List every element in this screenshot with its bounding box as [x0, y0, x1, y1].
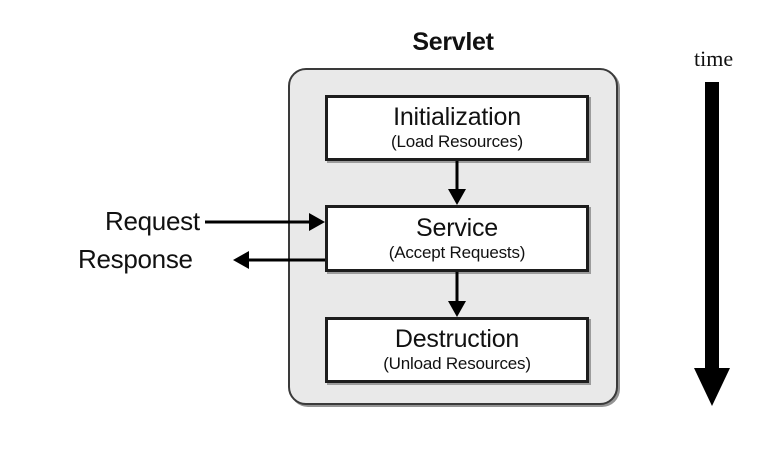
time-axis-label: time — [694, 46, 734, 71]
response-label: Response — [78, 244, 193, 274]
phase-title-service: Service — [416, 213, 498, 242]
phase-subtitle-destruction: (Unload Resources) — [383, 354, 531, 373]
phase-box-destruction: Destruction (Unload Resources) — [325, 317, 589, 383]
page-title: Servlet — [412, 28, 494, 56]
phase-subtitle-service: (Accept Requests) — [388, 242, 526, 262]
response-arrow-icon — [233, 251, 325, 269]
phase-title-destruction: Destruction — [394, 325, 520, 353]
phase-title-initialization: Initialization — [393, 103, 521, 131]
phase-box-initialization: Initialization (Load Resources) — [325, 95, 589, 161]
time-arrow-icon — [694, 82, 730, 406]
phase-subtitle-initialization: (Load Resources) — [391, 132, 523, 151]
flow-arrow-initialization-to-service — [448, 161, 466, 205]
flow-arrow-service-to-destruction — [448, 272, 466, 317]
phase-box-service: Service (Accept Requests) — [325, 205, 589, 272]
request-arrow-icon — [205, 213, 325, 231]
request-label: Request — [105, 206, 200, 236]
